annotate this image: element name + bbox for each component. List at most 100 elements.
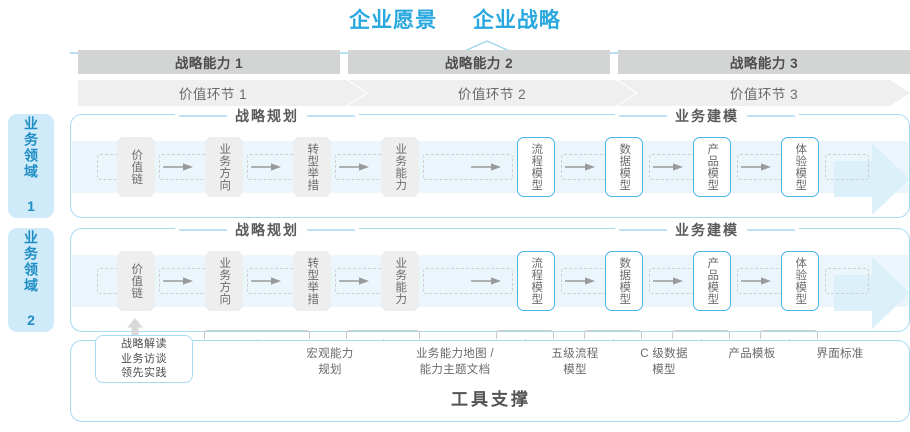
rule-right-icon (747, 115, 795, 117)
section-planning-label-2: 战略规划 (235, 222, 299, 238)
bracket-ui-standard (760, 330, 818, 339)
bracket-product-template (672, 330, 730, 339)
node-label: 流程模型 (530, 257, 543, 305)
tool-label-line-1: 界面标准 (816, 348, 864, 360)
domain-tab-1[interactable]: 业务领域 1 (8, 114, 54, 218)
dash-segment (825, 268, 869, 294)
node-business-capability-2[interactable]: 业务能力 (381, 251, 419, 311)
arrow-icon (251, 163, 281, 171)
bracket-data-model (584, 330, 642, 339)
rule-right-icon (307, 229, 355, 231)
arrow-icon (741, 163, 771, 171)
value-stage-2-label: 价值环节 2 (457, 87, 527, 102)
tool-label-data-model: C 级数据 模型 (617, 347, 711, 378)
arrow-icon (163, 277, 193, 285)
node-process-model-2[interactable]: 流程模型 (517, 251, 555, 311)
dash-segment (423, 154, 513, 180)
node-process-model-1[interactable]: 流程模型 (517, 137, 555, 197)
hint-line-3: 领先实践 (121, 367, 167, 380)
node-product-model-2[interactable]: 产品模型 (693, 251, 731, 311)
domain-tab-1-label: 业务领域 1 (23, 116, 39, 216)
node-chain-1: 价值链 业务方向 转型举措 业务能力 流程模型 数据模型 产品模型 体验模型 (71, 137, 909, 197)
node-label: 体验模型 (794, 143, 807, 191)
domain-tab-2[interactable]: 业务领域 2 (8, 228, 54, 332)
node-data-model-1[interactable]: 数据模型 (605, 137, 643, 197)
arrow-icon (565, 277, 595, 285)
arrow-icon (565, 163, 595, 171)
tool-label-line-1: C 级数据 (640, 348, 688, 360)
node-label: 转型举措 (306, 257, 319, 305)
bracket-process-model (496, 330, 554, 339)
node-transformation-measures-2[interactable]: 转型举措 (293, 251, 331, 311)
node-transformation-measures-1[interactable]: 转型举措 (293, 137, 331, 197)
section-modeling-label-2: 业务建模 (675, 222, 739, 238)
tool-label-line-2: 规划 (318, 363, 342, 376)
tool-support-title: 工具支撑 (451, 390, 531, 409)
domain-row-1: 战略规划 业务建模 价值链 业务方向 转型举措 业务能力 流程模型 数据模型 (70, 106, 910, 218)
node-product-model-1[interactable]: 产品模型 (693, 137, 731, 197)
node-label: 价值链 (130, 263, 143, 299)
value-stage-1-label: 价值环节 1 (178, 87, 248, 102)
node-label: 业务方向 (218, 143, 231, 191)
rule-left-icon (179, 115, 227, 117)
tool-label-line-1: 业务能力地图 / (416, 348, 494, 360)
node-experience-model-1[interactable]: 体验模型 (781, 137, 819, 197)
value-stage-3-label: 价值环节 3 (729, 87, 799, 102)
node-value-chain-2[interactable]: 价值链 (117, 251, 155, 311)
tool-label-line-1: 宏观能力 (306, 348, 354, 360)
tool-label-line-1: 五级流程 (551, 348, 599, 360)
hint-line-2: 业务访谈 (121, 352, 167, 365)
node-label: 数据模型 (618, 257, 631, 305)
tool-label-line-1: 产品模板 (728, 348, 776, 360)
node-label: 数据模型 (618, 143, 631, 191)
node-label: 业务方向 (218, 257, 231, 305)
section-heading-modeling-2: 业务建模 (615, 220, 799, 240)
tool-support-panel: 战略解读 业务访谈 领先实践 宏观能力 规划 业务能力地图 / 能力主题文档 五… (70, 335, 910, 422)
arrow-icon (741, 277, 771, 285)
capability-bar-3[interactable]: 战略能力 3 (618, 50, 910, 74)
hint-line-1: 战略解读 (121, 337, 167, 350)
node-business-direction-1[interactable]: 业务方向 (205, 137, 243, 197)
node-label: 转型举措 (306, 143, 319, 191)
tool-label-capability-map: 业务能力地图 / 能力主题文档 (387, 347, 523, 378)
bracket-capability-map (346, 330, 420, 339)
capability-bar-3-label: 战略能力 3 (729, 56, 799, 71)
arrow-icon (251, 277, 281, 285)
section-heading-planning-1: 战略规划 (175, 106, 359, 126)
arrow-icon (653, 163, 683, 171)
node-label: 体验模型 (794, 257, 807, 305)
rule-left-icon (619, 229, 667, 231)
tool-label-ui-standard: 界面标准 (793, 347, 887, 363)
node-label: 产品模型 (706, 257, 719, 305)
tool-label-process-model: 五级流程 模型 (527, 347, 623, 378)
node-label: 产品模型 (706, 143, 719, 191)
arrow-icon (471, 163, 501, 171)
arrow-icon (163, 163, 193, 171)
enterprise-strategy-title: 企业战略 (472, 9, 561, 32)
capability-bar-2[interactable]: 战略能力 2 (348, 50, 610, 74)
node-chain-2: 价值链 业务方向 转型举措 业务能力 流程模型 数据模型 产品模型 体验模型 (71, 251, 909, 311)
node-label: 价值链 (130, 149, 143, 185)
node-business-direction-2[interactable]: 业务方向 (205, 251, 243, 311)
section-modeling-label-1: 业务建模 (675, 108, 739, 124)
section-planning-label-1: 战略规划 (235, 108, 299, 124)
value-stage-2[interactable]: 价值环节 2 (348, 80, 636, 106)
bracket-macro-capability (204, 330, 310, 339)
dash-segment (423, 268, 513, 294)
value-stage-3[interactable]: 价值环节 3 (618, 80, 910, 106)
node-business-capability-1[interactable]: 业务能力 (381, 137, 419, 197)
arrow-icon (339, 163, 369, 171)
capability-bar-1-label: 战略能力 1 (174, 56, 244, 71)
rule-left-icon (179, 229, 227, 231)
node-value-chain-1[interactable]: 价值链 (117, 137, 155, 197)
node-data-model-2[interactable]: 数据模型 (605, 251, 643, 311)
capability-bar-2-label: 战略能力 2 (444, 56, 514, 71)
section-heading-modeling-1: 业务建模 (615, 106, 799, 126)
strategy-input-box[interactable]: 战略解读 业务访谈 领先实践 (95, 335, 193, 383)
enterprise-vision-title: 企业愿景 (349, 9, 438, 32)
node-experience-model-2[interactable]: 体验模型 (781, 251, 819, 311)
rule-left-icon (619, 115, 667, 117)
value-stage-1[interactable]: 价值环节 1 (78, 80, 366, 106)
capability-bar-1[interactable]: 战略能力 1 (78, 50, 340, 74)
